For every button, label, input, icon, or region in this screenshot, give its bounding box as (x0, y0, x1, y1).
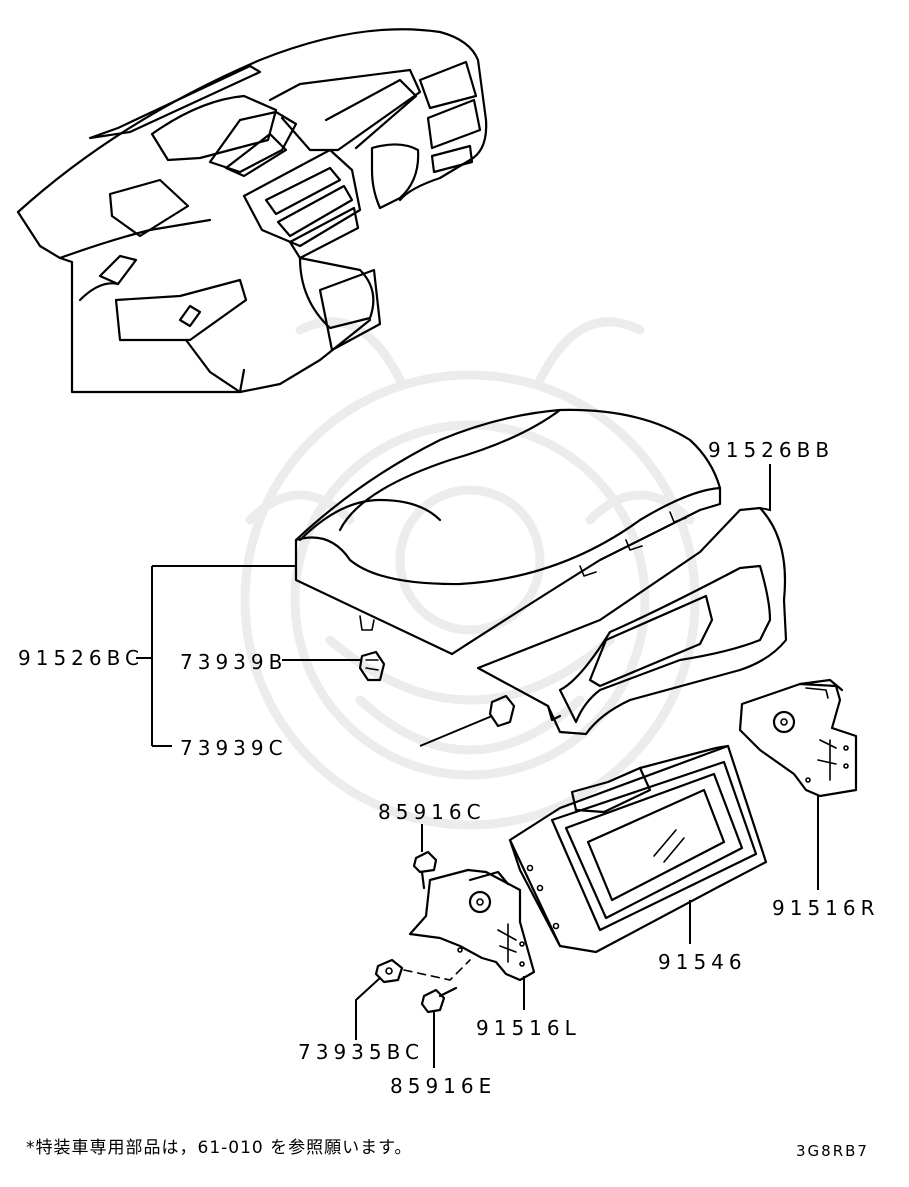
label-91526BB: 91526BB (708, 438, 835, 462)
screw-85916C-shape (412, 850, 438, 890)
dashboard-overview (16, 28, 488, 394)
nut-73935BC-shape (374, 958, 404, 984)
label-85916E: 85916E (390, 1074, 497, 1098)
label-85916C: 85916C (378, 800, 486, 824)
upper-panel-shape (294, 408, 722, 656)
label-91546: 91546 (658, 950, 747, 974)
watermark-emblem (240, 317, 700, 830)
label-91526BC: 91526BC (18, 646, 144, 670)
label-91516R: 91516R (772, 896, 880, 920)
leader-lines (136, 464, 819, 1068)
display-unit-shape (508, 744, 768, 954)
clip-73939C-shape (488, 694, 516, 728)
meter-hood-shape (476, 506, 788, 736)
label-73939B: 73939B (180, 650, 288, 674)
label-91516L: 91516L (476, 1016, 581, 1040)
label-73939C: 73939C (180, 736, 288, 760)
bolt-85916E-shape (420, 986, 458, 1014)
label-73935BC: 73935BC (298, 1040, 424, 1064)
assembly-dashed-line (403, 959, 471, 981)
bracket-right-shape (738, 678, 858, 798)
bracket-left-shape (408, 868, 536, 982)
clip-73939B-shape (358, 650, 386, 682)
diagram-code: 3G8RB7 (796, 1142, 869, 1160)
footnote: *特装車専用部品は，61-010 を参照願います。 (26, 1138, 413, 1158)
